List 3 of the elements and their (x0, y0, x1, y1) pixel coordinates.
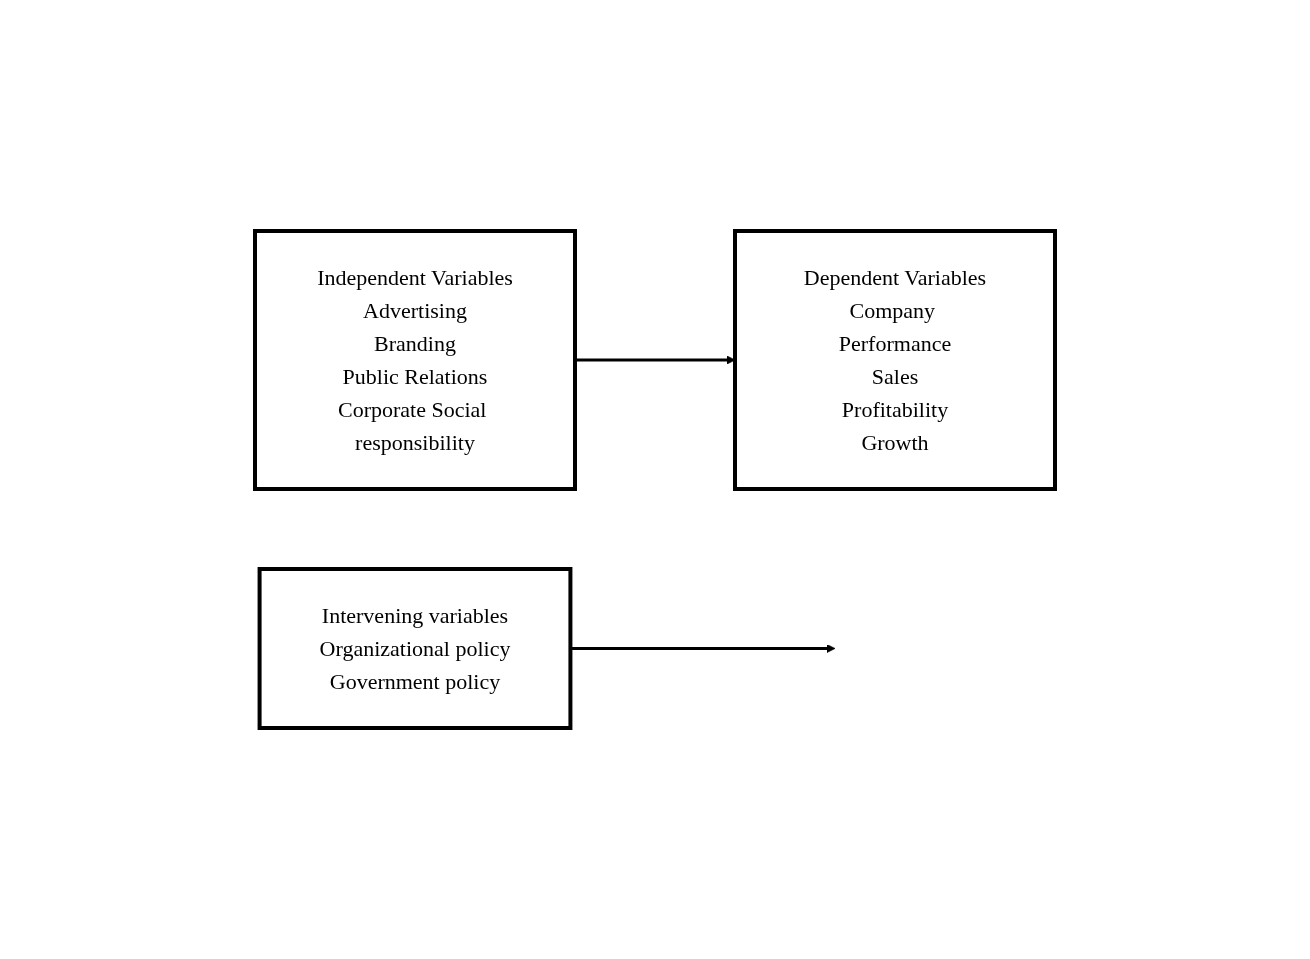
node-box: Intervening variables Organizational policy Government policy (257, 567, 573, 730)
node-box: Dependent Variables Company Performance Sales Profitability Growth (733, 229, 1057, 491)
node-box: Independent Variables Advertising Branding Public Relations Corporate Social responsibility (253, 229, 577, 491)
